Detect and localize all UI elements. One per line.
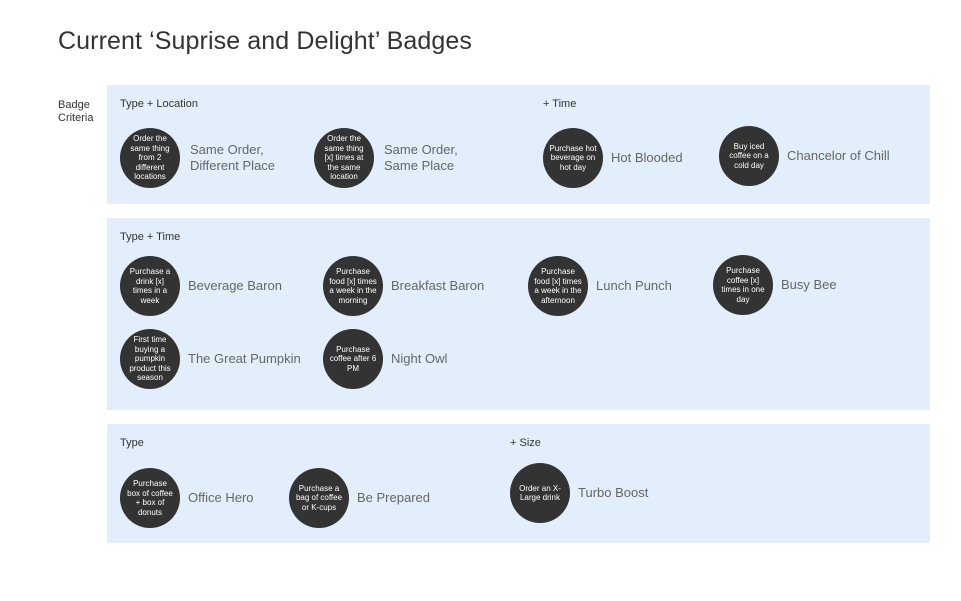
badge-icon: Order an X-Large drink xyxy=(510,463,570,523)
badge-name: Office Hero xyxy=(188,490,254,505)
badge-icon: Purchase a bag of coffee or K-cups xyxy=(289,468,349,528)
badge-name: Be Prepared xyxy=(357,490,430,505)
badge-icon: Purchase coffee after 6 PM xyxy=(323,329,383,389)
section-label-time: + Time xyxy=(543,98,577,110)
badge-name: Night Owl xyxy=(391,351,448,366)
badge-chancelor-of-chill: Buy iced coffee on a cold day Chancelor … xyxy=(719,126,890,186)
badge-beverage-baron: Purchase a drink [x] times in a week Bev… xyxy=(120,256,282,316)
section-type-time: Type + Time Purchase a drink [x] times i… xyxy=(107,218,930,410)
section-label-type-location: Type + Location xyxy=(120,98,198,110)
badge-name: Breakfast Baron xyxy=(391,278,485,293)
badge-icon: First time buying a pumpkin product this… xyxy=(120,329,180,389)
badge-icon: Order the same thing from 2 different lo… xyxy=(120,128,180,188)
badge-icon: Purchase food [x] times a week in the mo… xyxy=(323,256,383,316)
badge-name: Same Order, Same Place xyxy=(384,142,458,173)
page-title: Current ‘Suprise and Delight’ Badges xyxy=(58,27,473,55)
badge-hot-blooded: Purchase hot beverage on hot day Hot Blo… xyxy=(543,128,683,188)
badge-name: Turbo Boost xyxy=(578,485,649,500)
badge-the-great-pumpkin: First time buying a pumpkin product this… xyxy=(120,329,301,389)
badge-be-prepared: Purchase a bag of coffee or K-cups Be Pr… xyxy=(289,468,430,528)
badge-icon: Purchase coffee [x] times in one day xyxy=(713,255,773,315)
badge-name: Busy Bee xyxy=(781,277,837,292)
section-label-type: Type xyxy=(120,437,144,449)
badge-lunch-punch: Purchase food [x] times a week in the af… xyxy=(528,256,672,316)
badge-breakfast-baron: Purchase food [x] times a week in the mo… xyxy=(323,256,484,316)
badge-icon: Purchase box of coffee + box of donuts xyxy=(120,468,180,528)
badge-name: Chancelor of Chill xyxy=(787,148,890,163)
badge-name: Beverage Baron xyxy=(188,278,282,293)
badge-icon: Purchase food [x] times a week in the af… xyxy=(528,256,588,316)
badge-icon: Purchase a drink [x] times in a week xyxy=(120,256,180,316)
badge-name: Same Order, Different Place xyxy=(190,142,276,173)
badge-same-order-same-place: Order the same thing [x] times at the sa… xyxy=(314,128,469,188)
badge-busy-bee: Purchase coffee [x] times in one day Bus… xyxy=(713,255,837,315)
badge-turbo-boost: Order an X-Large drink Turbo Boost xyxy=(510,463,648,523)
badge-same-order-different-place: Order the same thing from 2 different lo… xyxy=(120,128,285,188)
badge-icon: Buy iced coffee on a cold day xyxy=(719,126,779,186)
section-type-size: Type + Size Purchase box of coffee + box… xyxy=(107,424,930,543)
section-type-location: Type + Location + Time Order the same th… xyxy=(107,85,930,204)
section-label-type-time: Type + Time xyxy=(120,231,181,243)
section-label-size: + Size xyxy=(510,437,541,449)
badge-name: The Great Pumpkin xyxy=(188,351,301,366)
badge-night-owl: Purchase coffee after 6 PM Night Owl xyxy=(323,329,447,389)
badge-office-hero: Purchase box of coffee + box of donuts O… xyxy=(120,468,254,528)
badge-name: Lunch Punch xyxy=(596,278,672,293)
badge-icon: Order the same thing [x] times at the sa… xyxy=(314,128,374,188)
badge-name: Hot Blooded xyxy=(611,150,683,165)
badge-icon: Purchase hot beverage on hot day xyxy=(543,128,603,188)
badge-criteria-label: Badge Criteria xyxy=(58,99,94,124)
